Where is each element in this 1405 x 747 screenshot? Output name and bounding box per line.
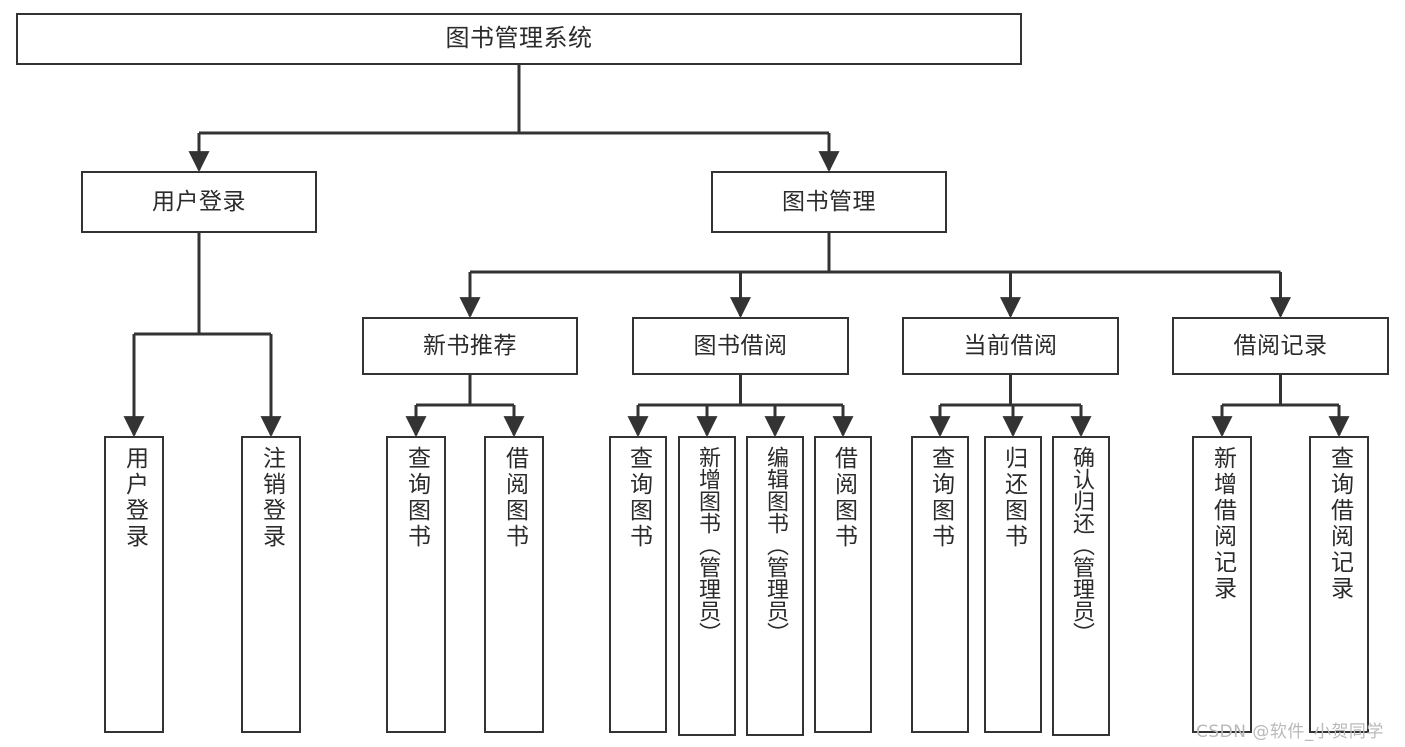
node-label: 借阅图书 [830,446,857,550]
node-label: 新增借阅记录 [1209,446,1236,602]
node-label: 查询借阅记录 [1326,446,1353,602]
node-label: 归还图书 [1000,446,1027,550]
node-records[interactable]: 借阅记录 [1172,317,1389,375]
node-l_q2[interactable]: 查询图书 [609,436,667,733]
node-label: 新书推荐 [423,332,517,359]
node-l_q3[interactable]: 查询图书 [911,436,969,733]
node-label: 新增图书（管理员） [695,446,720,644]
node-l_cret[interactable]: 确认归还（管理员） [1052,436,1110,736]
node-label: 编辑图书（管理员） [763,446,788,644]
node-label: 用户登录 [152,188,246,215]
node-borrow[interactable]: 图书借阅 [632,317,849,375]
node-root[interactable]: 图书管理系统 [16,13,1022,65]
node-label: 确认归还（管理员） [1069,446,1094,644]
csdn-watermark: CSDN @软件_小贺同学 [1196,722,1384,742]
node-bookmgmt[interactable]: 图书管理 [711,171,947,233]
node-login[interactable]: 用户登录 [81,171,317,233]
node-newbook[interactable]: 新书推荐 [362,317,578,375]
node-label: 图书借阅 [693,332,788,359]
node-l_edit[interactable]: 编辑图书（管理员） [746,436,804,736]
node-label: 用户登录 [121,446,148,550]
node-label: 图书管理系统 [445,24,593,53]
node-label: 借阅图书 [501,446,528,550]
node-label: 当前借阅 [963,332,1058,359]
node-l_q1[interactable]: 查询图书 [386,436,446,733]
node-label: 借阅记录 [1233,332,1328,359]
node-l_b2[interactable]: 借阅图书 [814,436,872,733]
node-label: 注销登录 [258,446,285,550]
node-label: 图书管理 [782,188,876,215]
node-l_ret[interactable]: 归还图书 [984,436,1042,733]
node-l_logout[interactable]: 注销登录 [241,436,301,733]
node-l_b1[interactable]: 借阅图书 [484,436,544,733]
node-l_login[interactable]: 用户登录 [104,436,164,733]
node-l_addrec[interactable]: 新增借阅记录 [1192,436,1252,733]
node-current[interactable]: 当前借阅 [902,317,1119,375]
node-l_qrec[interactable]: 查询借阅记录 [1309,436,1369,733]
node-label: 查询图书 [625,446,652,550]
node-label: 查询图书 [927,446,954,550]
node-l_add[interactable]: 新增图书（管理员） [678,436,736,736]
node-label: 查询图书 [403,446,430,550]
